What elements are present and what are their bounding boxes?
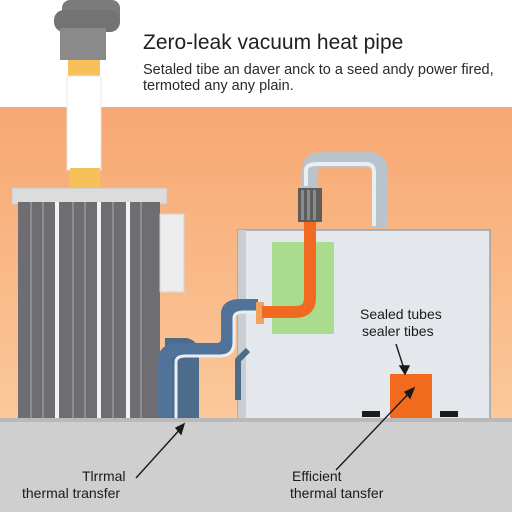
label-efficient-1: Efficient	[292, 468, 342, 484]
vent-pipe	[302, 152, 388, 228]
ground	[0, 420, 512, 512]
subtitle-line-1: Setaled tibe an daver anck to a seed and…	[143, 62, 494, 78]
radiator-block	[11, 187, 185, 420]
subtitle-line-2: termoted any any plain.	[143, 78, 294, 94]
tank-housing	[237, 229, 491, 421]
blue-pipe	[158, 299, 258, 420]
label-sealer-tibes: sealer tibes	[362, 323, 434, 339]
chimney	[54, 0, 120, 190]
label-efficient-2: thermal tansfer	[290, 485, 384, 501]
orange-pipe	[256, 188, 322, 324]
annotation-arrows	[135, 343, 416, 479]
label-thermal-left-1: Tlrrmal	[82, 468, 126, 484]
label-thermal-left-2: thermal transfer	[22, 485, 121, 501]
label-sealed-tubes: Sealed tubes	[360, 306, 442, 322]
diagram-title: Zero-leak vacuum heat pipe	[143, 31, 404, 54]
